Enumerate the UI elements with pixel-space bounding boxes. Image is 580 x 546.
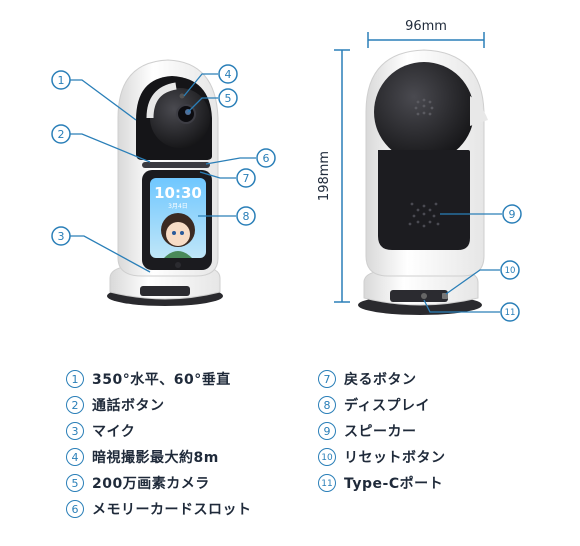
svg-text:1: 1	[58, 74, 65, 87]
callout-6: 6	[256, 148, 276, 168]
front-mic	[175, 262, 181, 268]
legend-number: 2	[66, 396, 84, 414]
height-label: 198mm	[317, 151, 332, 201]
legend-number: 8	[318, 396, 336, 414]
callout-2: 2	[51, 124, 71, 144]
screen-avatar-eye-left	[172, 231, 176, 235]
legend-item: 8 ディスプレイ	[318, 392, 578, 418]
legend-item: 4 暗視撮影最大約8m	[66, 444, 326, 470]
product-diagram: 10:30 3月4日	[51, 19, 522, 322]
reset-button-hole	[442, 293, 448, 299]
width-label: 96mm	[405, 19, 447, 34]
legend-number: 6	[66, 500, 84, 518]
svg-text:8: 8	[243, 210, 250, 223]
legend-text: 350°水平、60°垂直	[92, 372, 231, 388]
legend-number: 3	[66, 422, 84, 440]
front-base-foot	[140, 286, 190, 296]
legend-item: 6 メモリーカードスロット	[66, 496, 326, 522]
night-vision-led	[179, 93, 185, 99]
callout-leaders	[70, 73, 502, 313]
svg-text:11: 11	[505, 308, 516, 318]
legend-text: スピーカー	[344, 424, 417, 440]
legend-item: 1 350°水平、60°垂直	[66, 366, 326, 392]
callout-7: 7	[236, 168, 256, 188]
svg-text:5: 5	[225, 92, 232, 105]
screen-time: 10:30	[154, 184, 202, 202]
back-dome-tab	[470, 96, 488, 126]
speaker-grille	[408, 202, 440, 228]
legend-item: 5 200万画素カメラ	[66, 470, 326, 496]
screen-avatar-eye-right	[180, 231, 184, 235]
front-view-device: 10:30 3月4日	[107, 59, 223, 306]
legend-text: 戻るボタン	[344, 372, 417, 388]
screen-date: 3月4日	[168, 203, 188, 210]
legend-number: 5	[66, 474, 84, 492]
legend-text: メモリーカードスロット	[92, 502, 252, 518]
type-c-port	[421, 293, 427, 299]
back-dome-grille	[414, 98, 434, 116]
width-dimension	[367, 32, 485, 48]
callout-9: 9	[502, 204, 522, 224]
callout-3: 3	[51, 226, 71, 246]
legend-number: 4	[66, 448, 84, 466]
legend-item: 9 スピーカー	[318, 418, 578, 444]
legend-text: Type-Cポート	[344, 476, 444, 492]
callout-1: 1	[51, 70, 71, 90]
legend-text: リセットボタン	[344, 450, 446, 466]
callout-10: 10	[500, 260, 520, 280]
svg-text:9: 9	[509, 208, 516, 221]
height-dimension	[334, 49, 350, 303]
callout-11: 11	[500, 302, 520, 322]
front-dome-ring	[146, 82, 177, 119]
svg-text:2: 2	[58, 128, 65, 141]
legend-number: 11	[318, 474, 336, 492]
screen-avatar-body	[164, 251, 192, 258]
legend-text: マイク	[92, 424, 136, 440]
svg-text:10: 10	[505, 266, 516, 276]
legend-number: 9	[318, 422, 336, 440]
legend-left: 1 350°水平、60°垂直 2 通話ボタン 3 マイク 4 暗視撮影最大約8m 5 20…	[66, 366, 326, 522]
callout-5: 5	[218, 88, 238, 108]
screen-avatar-face	[166, 222, 190, 246]
svg-text:4: 4	[225, 68, 232, 81]
callout-8: 8	[236, 206, 256, 226]
legend-item: 3 マイク	[66, 418, 326, 444]
legend-item: 7 戻るボタン	[318, 366, 578, 392]
legend-right: 7 戻るボタン 8 ディスプレイ 9 スピーカー 10 リセットボタン 11 Type-C…	[318, 366, 578, 496]
legend-text: 通話ボタン	[92, 398, 165, 414]
legend-item: 10 リセットボタン	[318, 444, 578, 470]
legend-text: ディスプレイ	[344, 398, 431, 414]
callout-4: 4	[218, 64, 238, 84]
legend-number: 1	[66, 370, 84, 388]
legend-number: 10	[318, 448, 336, 466]
callout-markers: 1 2 3 4 5 6 7 8 9 10 11	[51, 64, 522, 322]
legend-text: 暗視撮影最大約8m	[92, 450, 219, 466]
legend-item: 11 Type-Cポート	[318, 470, 578, 496]
svg-text:3: 3	[58, 230, 65, 243]
card-slot-strip	[142, 162, 210, 168]
legend-item: 2 通話ボタン	[66, 392, 326, 418]
back-view-device	[358, 49, 488, 315]
svg-text:6: 6	[263, 152, 270, 165]
legend-text: 200万画素カメラ	[92, 476, 210, 492]
legend-number: 7	[318, 370, 336, 388]
svg-text:7: 7	[243, 172, 250, 185]
back-base-foot	[390, 290, 448, 302]
back-panel	[378, 150, 470, 250]
